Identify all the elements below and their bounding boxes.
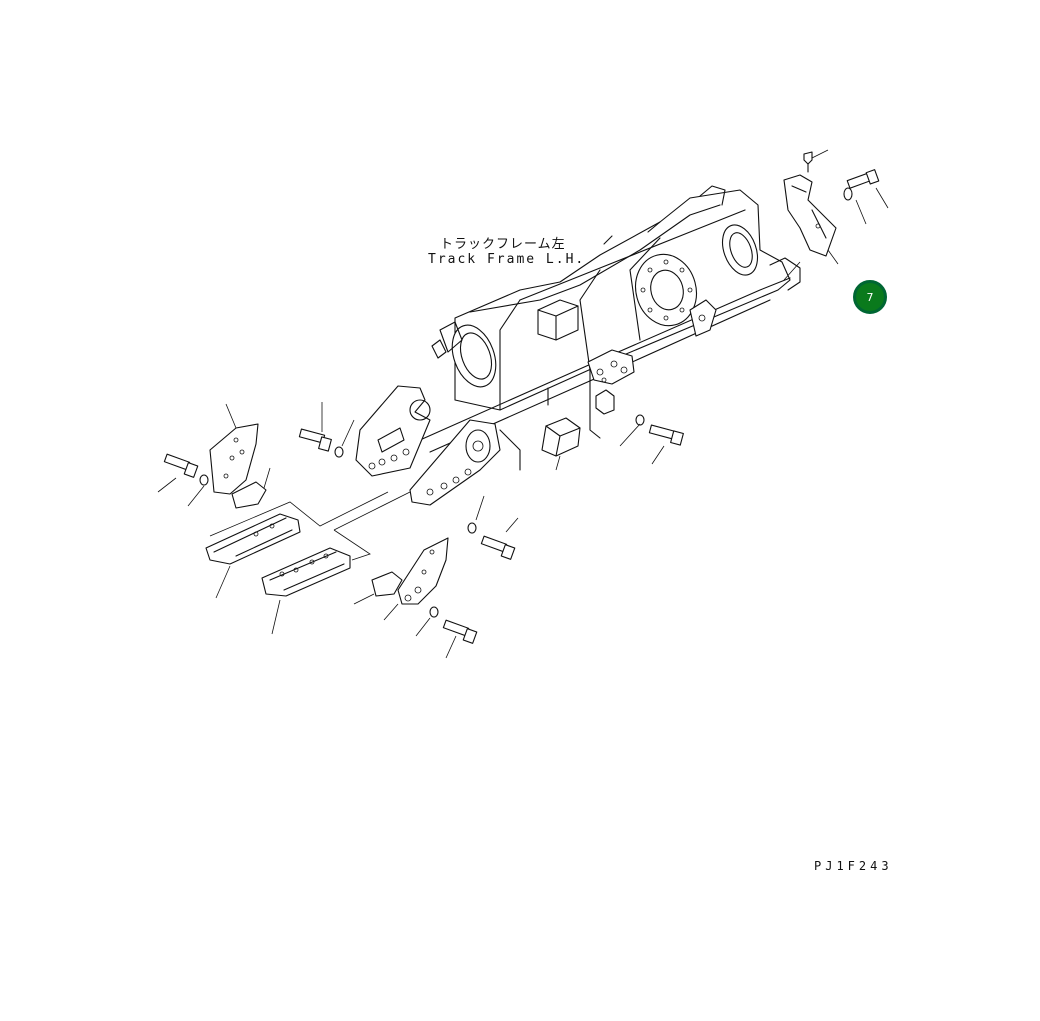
track-guide-rear bbox=[261, 547, 351, 597]
left-guard-bracket bbox=[209, 423, 267, 509]
track-frame-english-label: Track Frame L.H. bbox=[428, 252, 586, 267]
lower-guard-bracket bbox=[371, 537, 449, 605]
washer bbox=[429, 606, 439, 618]
center-guard-plate bbox=[541, 417, 581, 457]
washer bbox=[199, 474, 209, 486]
rear-upper-bracket bbox=[783, 174, 837, 257]
leader-lines bbox=[157, 149, 889, 659]
washer bbox=[635, 414, 645, 426]
track-frame-body bbox=[419, 185, 801, 453]
front-idler-bracket bbox=[355, 385, 521, 506]
bolt bbox=[648, 424, 684, 446]
callout-number-badge[interactable]: 7 bbox=[853, 280, 887, 314]
bolt bbox=[846, 169, 880, 189]
frame-roller-guard-mounts bbox=[587, 299, 717, 415]
bolt bbox=[480, 535, 516, 560]
bolt bbox=[298, 428, 332, 452]
track-guide-front bbox=[205, 513, 301, 565]
bolt bbox=[163, 453, 199, 478]
bolt-circle bbox=[640, 259, 693, 321]
bolt bbox=[442, 619, 478, 644]
washer bbox=[334, 446, 344, 458]
assembly-reference-lines bbox=[209, 491, 411, 561]
drawing-code-label: PJ1F243 bbox=[814, 859, 893, 873]
washer bbox=[467, 522, 477, 534]
bolt bbox=[803, 151, 813, 173]
track-frame-japanese-label: トラックフレーム左 bbox=[440, 237, 566, 252]
washer bbox=[843, 187, 853, 201]
